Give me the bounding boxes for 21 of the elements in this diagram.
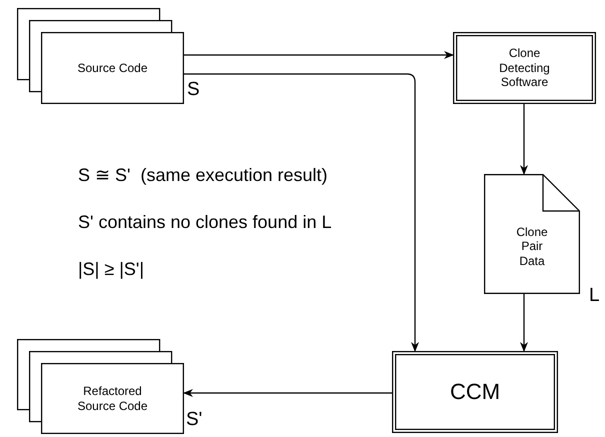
process-box xyxy=(453,32,596,104)
document-stack xyxy=(17,8,184,104)
node-label: Clone Detecting Software xyxy=(498,45,551,92)
document-stack xyxy=(17,339,184,434)
arrow xyxy=(183,389,392,397)
set-symbol: L xyxy=(589,285,600,307)
node-label: Refactored Source Code xyxy=(76,383,149,414)
condition-note: |S| ≥ |S'| xyxy=(78,259,144,280)
arrow xyxy=(520,294,528,352)
arrow xyxy=(184,51,454,59)
condition-note: S ≅ S' (same execution result) xyxy=(78,164,328,186)
process-box xyxy=(392,351,558,433)
arrow xyxy=(520,104,528,175)
node-label: Clone Pair Data xyxy=(515,224,549,270)
set-symbol: S' xyxy=(186,409,202,431)
arrow xyxy=(184,73,419,352)
set-symbol: S xyxy=(187,79,200,101)
node-label: CCM xyxy=(448,378,502,406)
document-shape xyxy=(484,174,580,294)
node-label: Source Code xyxy=(76,60,149,77)
condition-note: S' contains no clones found in L xyxy=(78,212,332,233)
